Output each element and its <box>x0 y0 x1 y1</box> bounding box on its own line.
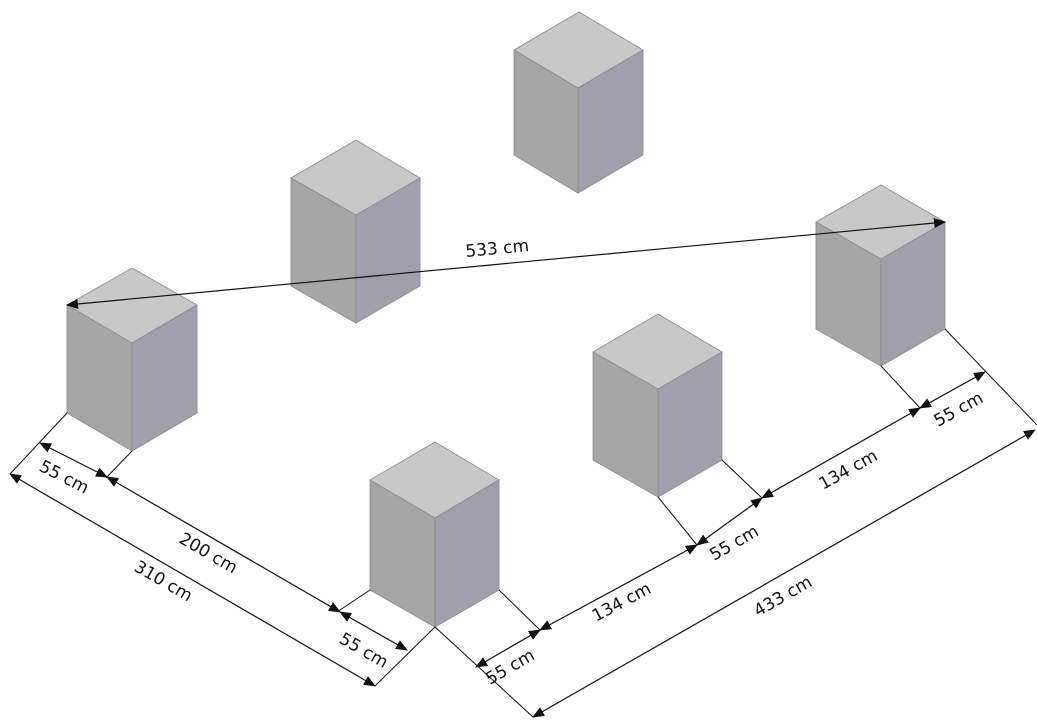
box-back-center <box>513 11 644 194</box>
label-55-c: 55 cm <box>483 646 539 690</box>
label-55-d: 55 cm <box>707 522 763 566</box>
dim-line-55-e <box>919 371 986 409</box>
dim-line-200 <box>106 476 341 613</box>
box-front-center <box>369 441 500 628</box>
box-left <box>66 267 198 452</box>
label-433: 433 cm <box>751 572 816 621</box>
dim-line-134-a <box>539 544 698 631</box>
dim-line-55-b <box>339 611 408 651</box>
dim-line-533 <box>66 218 946 309</box>
label-55-a: 55 cm <box>36 457 92 499</box>
label-310: 310 cm <box>131 557 196 606</box>
box-right <box>815 184 946 367</box>
dim-line-55-a <box>39 442 108 478</box>
label-533: 533 cm <box>465 236 530 262</box>
label-134-b: 134 cm <box>816 446 881 494</box>
dim-line-310 <box>9 473 376 687</box>
dim-line-433 <box>532 429 1036 718</box>
box-middle-left <box>290 139 421 324</box>
dim-line-55-c <box>475 629 541 668</box>
box-center-right <box>592 313 723 498</box>
label-55-b: 55 cm <box>336 629 392 673</box>
label-200: 200 cm <box>176 529 241 578</box>
label-55-e: 55 cm <box>931 388 987 431</box>
